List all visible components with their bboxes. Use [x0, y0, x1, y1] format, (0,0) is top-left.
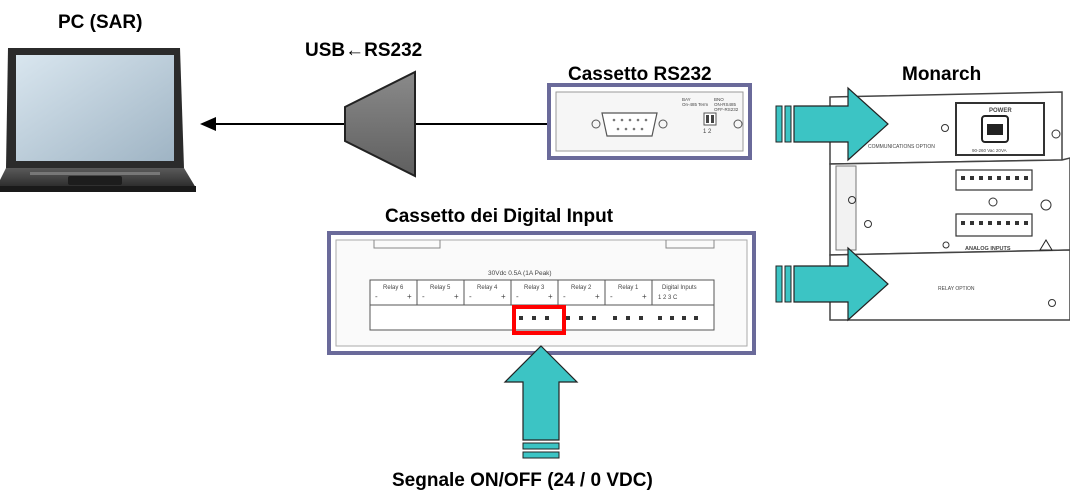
- relay-minus-label: -: [469, 292, 472, 301]
- terminal-screw-icon: [579, 316, 583, 320]
- terminal-screw-icon: [670, 316, 674, 320]
- digital-inputs-label: Digital Inputs: [662, 285, 697, 291]
- rs232-drawer-label: Cassetto RS232: [568, 64, 712, 85]
- laptop-icon: [0, 48, 196, 192]
- monarch-device: POWER 90-260 Vac 20VA COMMUNICATIONS OPT…: [829, 91, 1070, 321]
- relay-plus-label: +: [407, 292, 412, 301]
- terminal-screw-icon: [545, 316, 549, 320]
- rs232-text-b2: ON-RS485: [714, 102, 737, 107]
- relay-group-label: Relay 1: [618, 285, 639, 291]
- arrow-signal-up: [503, 345, 579, 459]
- terminal-screw-icon: [592, 316, 596, 320]
- relay-group-label: Relay 2: [571, 285, 592, 291]
- monarch-relay-option: RELAY OPTION: [938, 286, 975, 292]
- digital-drawer-label: Cassetto dei Digital Input: [385, 206, 614, 227]
- usb-rs232-converter: [344, 70, 416, 178]
- rs232-text-b1: BNO: [714, 97, 724, 102]
- rs232-text-b3: OFF-RS232: [714, 107, 739, 112]
- relay-minus-label: -: [375, 292, 378, 301]
- terminal-screw-icon: [639, 316, 643, 320]
- terminal-screw-icon: [682, 316, 686, 320]
- arrowhead-icon: [200, 117, 216, 131]
- monarch-voltage: 90-260 Vac 20VA: [972, 148, 1007, 153]
- arrow-rs232-to-monarch: [775, 86, 889, 162]
- relay-minus-label: -: [422, 292, 425, 301]
- relay-plus-label: +: [642, 292, 647, 301]
- relay-minus-label: -: [516, 292, 519, 301]
- rs232-drawer: BAY On-485 Term BNO ON-RS485 OFF-RS232 1…: [547, 83, 752, 160]
- terminal-screw-icon: [626, 316, 630, 320]
- monarch-analog-inputs: ANALOG INPUTS: [965, 246, 1011, 252]
- monarch-comm-option: COMMUNICATIONS OPTION: [868, 144, 935, 150]
- relay-minus-label: -: [610, 292, 613, 301]
- relay-group-label: Relay 5: [430, 285, 451, 291]
- signal-label: Segnale ON/OFF (24 / 0 VDC): [392, 470, 653, 491]
- digital-rating: 30Vdc 0.5A (1A Peak): [488, 270, 552, 277]
- relay3-highlight: [512, 305, 566, 335]
- relay-plus-label: +: [595, 292, 600, 301]
- relay-plus-label: +: [454, 292, 459, 301]
- terminal-screw-icon: [519, 316, 523, 320]
- converter-label: USB←RS232: [305, 40, 423, 61]
- rs232-text-a2: On-485 Term: [682, 102, 708, 107]
- relay-plus-label: +: [501, 292, 506, 301]
- db9-connector-icon: [601, 112, 658, 137]
- relay-minus-label: -: [563, 292, 566, 301]
- warning-icon: [1039, 239, 1053, 251]
- rs232-text-a1: BAY: [682, 97, 691, 102]
- relay-group-label: Relay 6: [383, 285, 404, 291]
- terminal-screw-icon: [658, 316, 662, 320]
- dip-switch-numbers: 1 2: [703, 129, 712, 135]
- relay-group-label: Relay 3: [524, 285, 545, 291]
- terminal-screw-icon: [613, 316, 617, 320]
- relay-plus-label: +: [548, 292, 553, 301]
- monarch-label: Monarch: [902, 64, 982, 85]
- dip-switch-icon: [703, 112, 717, 126]
- terminal-screw-icon: [694, 316, 698, 320]
- terminal-screw-icon: [532, 316, 536, 320]
- terminal-screw-icon: [566, 316, 570, 320]
- monarch-power-label: POWER: [989, 108, 1012, 114]
- digital-inputs-pins: 1 2 3 C: [658, 295, 678, 301]
- pc-label: PC (SAR): [58, 12, 143, 33]
- arrow-digital-to-monarch: [775, 246, 889, 322]
- relay-group-label: Relay 4: [477, 285, 498, 291]
